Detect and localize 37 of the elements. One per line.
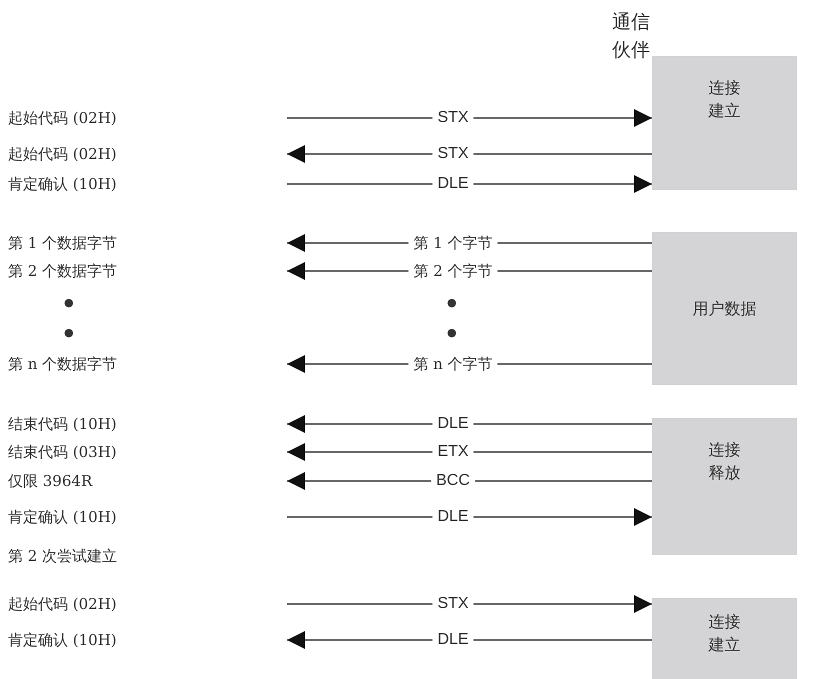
arrow bbox=[287, 175, 652, 193]
message-label: 第 2 个数据字节 bbox=[8, 261, 118, 281]
edge-label: 第 2 个字节 bbox=[408, 261, 498, 281]
partner-heading: 通信伙伴 bbox=[612, 10, 651, 63]
ellipsis-dot: ● bbox=[64, 325, 74, 341]
box-label: 用户数据 bbox=[692, 298, 756, 320]
message-label: 结束代码 (03H) bbox=[8, 442, 117, 462]
process-box bbox=[652, 418, 797, 555]
arrow bbox=[287, 109, 652, 127]
message-label: 肯定确认 (10H) bbox=[8, 174, 117, 194]
message-label: 肯定确认 (10H) bbox=[8, 507, 117, 527]
message-label: 第 n 个数据字节 bbox=[8, 354, 118, 374]
edge-label: 第 n 个字节 bbox=[408, 354, 498, 374]
message-label: 起始代码 (02H) bbox=[8, 144, 117, 164]
process-box bbox=[652, 56, 797, 190]
process-box bbox=[652, 598, 797, 679]
box-label: 连接建立 bbox=[708, 611, 742, 656]
arrow bbox=[287, 595, 652, 613]
arrow bbox=[287, 443, 652, 461]
ellipsis-dot: ● bbox=[64, 295, 74, 311]
section-label: 第 2 次尝试建立 bbox=[8, 546, 118, 566]
message-label: 仅限 3964R bbox=[8, 471, 92, 491]
message-label: 起始代码 (02H) bbox=[8, 594, 117, 614]
ellipsis-dot: ● bbox=[447, 295, 457, 311]
message-label: 肯定确认 (10H) bbox=[8, 630, 117, 650]
message-label: 第 1 个数据字节 bbox=[8, 233, 118, 253]
box-label: 连接释放 bbox=[708, 439, 742, 484]
message-label: 结束代码 (10H) bbox=[8, 414, 117, 434]
ellipsis-dot: ● bbox=[447, 325, 457, 341]
arrow bbox=[287, 631, 652, 649]
arrow bbox=[287, 145, 652, 163]
arrow bbox=[287, 415, 652, 433]
box-label: 连接建立 bbox=[708, 77, 742, 122]
arrow bbox=[287, 508, 652, 526]
edge-label: 第 1 个字节 bbox=[408, 233, 498, 253]
process-box bbox=[652, 232, 797, 385]
message-label: 起始代码 (02H) bbox=[8, 108, 117, 128]
